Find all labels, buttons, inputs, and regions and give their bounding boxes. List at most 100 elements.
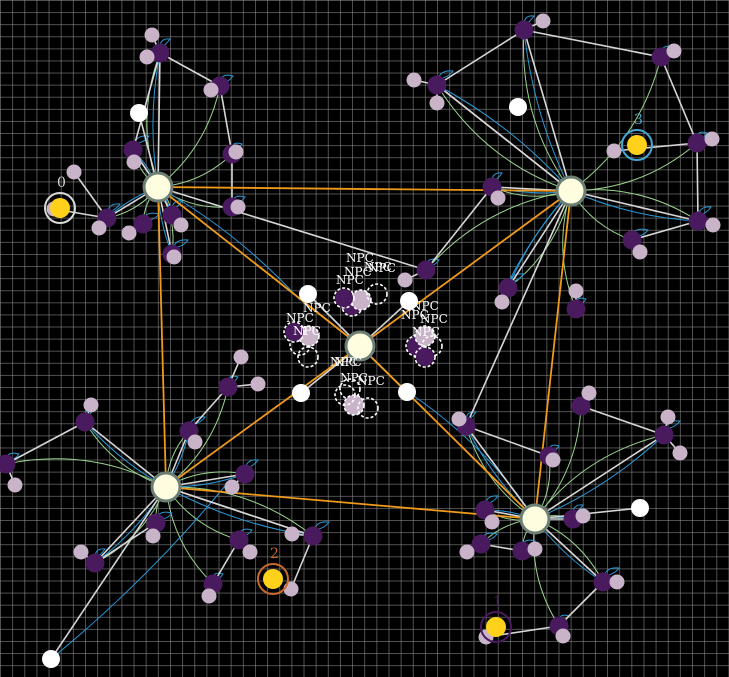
outpost-node[interactable] <box>535 13 551 29</box>
outpost-node[interactable] <box>451 411 467 427</box>
territory-node[interactable] <box>566 299 586 319</box>
outpost-node[interactable] <box>406 72 422 88</box>
territory-node[interactable] <box>593 572 613 592</box>
outpost-node[interactable] <box>494 294 510 310</box>
outpost-node[interactable] <box>397 272 413 288</box>
territory-node[interactable] <box>0 454 16 474</box>
outpost-node[interactable] <box>666 43 682 59</box>
territory-node[interactable] <box>133 214 153 234</box>
npc-unit-ring[interactable] <box>343 394 365 416</box>
outpost-node[interactable] <box>704 131 720 147</box>
outpost-node[interactable] <box>672 445 688 461</box>
outpost-node[interactable] <box>545 452 561 468</box>
npc-unit[interactable] <box>335 289 353 307</box>
neutral-node[interactable] <box>42 650 60 668</box>
outpost-node[interactable] <box>73 544 89 560</box>
territory-node[interactable] <box>687 133 707 153</box>
npc-unit-ring[interactable] <box>297 346 319 368</box>
outpost-node[interactable] <box>459 544 475 560</box>
territory-node[interactable] <box>75 412 95 432</box>
territory-node[interactable] <box>512 541 532 561</box>
outpost-node[interactable] <box>224 479 240 495</box>
outpost-node[interactable] <box>575 508 591 524</box>
territory-node[interactable] <box>514 20 534 40</box>
player-2[interactable] <box>263 569 283 589</box>
cluster-hub[interactable] <box>142 171 174 203</box>
outpost-node[interactable] <box>66 164 82 180</box>
outpost-node[interactable] <box>139 49 155 65</box>
outpost-node[interactable] <box>490 190 506 206</box>
territory-node[interactable] <box>146 513 166 533</box>
npc-unit[interactable] <box>416 348 434 366</box>
npc-unit[interactable] <box>285 323 303 341</box>
territory-node[interactable] <box>471 534 491 554</box>
territory-node[interactable] <box>85 553 105 573</box>
neutral-node[interactable] <box>400 292 418 310</box>
outpost-node[interactable] <box>581 385 597 401</box>
outpost-node[interactable] <box>660 409 676 425</box>
territory-node[interactable] <box>416 260 436 280</box>
outpost-node[interactable] <box>230 199 246 215</box>
outpost-node[interactable] <box>126 154 142 170</box>
outpost-node[interactable] <box>283 581 299 597</box>
territory-node[interactable] <box>218 377 238 397</box>
outpost-node[interactable] <box>173 217 189 233</box>
outpost-node[interactable] <box>91 220 107 236</box>
outpost-node[interactable] <box>484 514 500 530</box>
cluster-hub[interactable] <box>519 503 551 535</box>
outpost-node[interactable] <box>228 144 244 160</box>
outpost-node[interactable] <box>555 628 571 644</box>
territory-node[interactable] <box>475 500 495 520</box>
outpost-node[interactable] <box>233 349 249 365</box>
neutral-node[interactable] <box>398 383 416 401</box>
outpost-node[interactable] <box>632 244 648 260</box>
outpost-node[interactable] <box>609 574 625 590</box>
outpost-node[interactable] <box>606 143 622 159</box>
outpost-node[interactable] <box>284 526 300 542</box>
territory-node[interactable] <box>303 526 323 546</box>
territory-node[interactable] <box>654 425 674 445</box>
outpost-node[interactable] <box>429 95 445 111</box>
neutral-node[interactable] <box>299 285 317 303</box>
npc-unit-ring[interactable] <box>334 384 356 406</box>
cluster-hub[interactable] <box>150 471 182 503</box>
cluster-hub[interactable] <box>555 175 587 207</box>
npc-unit-ring[interactable] <box>333 287 355 309</box>
neutral-node[interactable] <box>509 98 527 116</box>
territory-node[interactable] <box>150 43 170 63</box>
outpost-node[interactable] <box>144 27 160 43</box>
territory-node[interactable] <box>622 230 642 250</box>
outpost-node[interactable] <box>568 283 584 299</box>
center-hub[interactable] <box>344 330 376 362</box>
outpost-node[interactable] <box>250 376 266 392</box>
outpost-node[interactable] <box>187 434 203 450</box>
outpost-node[interactable] <box>83 397 99 413</box>
outpost-node[interactable] <box>705 217 721 233</box>
player-3[interactable] <box>627 135 647 155</box>
territory-node[interactable] <box>229 530 249 550</box>
outpost-node[interactable] <box>166 249 182 265</box>
npc-unit-ring[interactable] <box>414 346 436 368</box>
outpost-node[interactable] <box>201 588 217 604</box>
outpost-node[interactable] <box>145 528 161 544</box>
player-0[interactable] <box>50 198 70 218</box>
territory-node[interactable] <box>688 211 708 231</box>
npc-unit-ring[interactable] <box>414 325 436 347</box>
outpost-node[interactable] <box>527 541 543 557</box>
territory-node[interactable] <box>235 464 255 484</box>
outpost-node[interactable] <box>121 225 137 241</box>
territory-node[interactable] <box>123 140 143 160</box>
npc-unit-ring[interactable] <box>283 321 305 343</box>
npc-unit-ring[interactable] <box>366 283 388 305</box>
neutral-node[interactable] <box>631 499 649 517</box>
territory-node[interactable] <box>651 47 671 67</box>
outpost-node[interactable] <box>7 477 23 493</box>
outpost-node[interactable] <box>242 544 258 560</box>
neutral-node[interactable] <box>130 104 148 122</box>
outpost-node[interactable] <box>203 82 219 98</box>
territory-node[interactable] <box>571 396 591 416</box>
territory-node[interactable] <box>427 75 447 95</box>
neutral-node[interactable] <box>292 384 310 402</box>
npc-unit-ring[interactable] <box>357 397 379 419</box>
territory-node[interactable] <box>498 278 518 298</box>
